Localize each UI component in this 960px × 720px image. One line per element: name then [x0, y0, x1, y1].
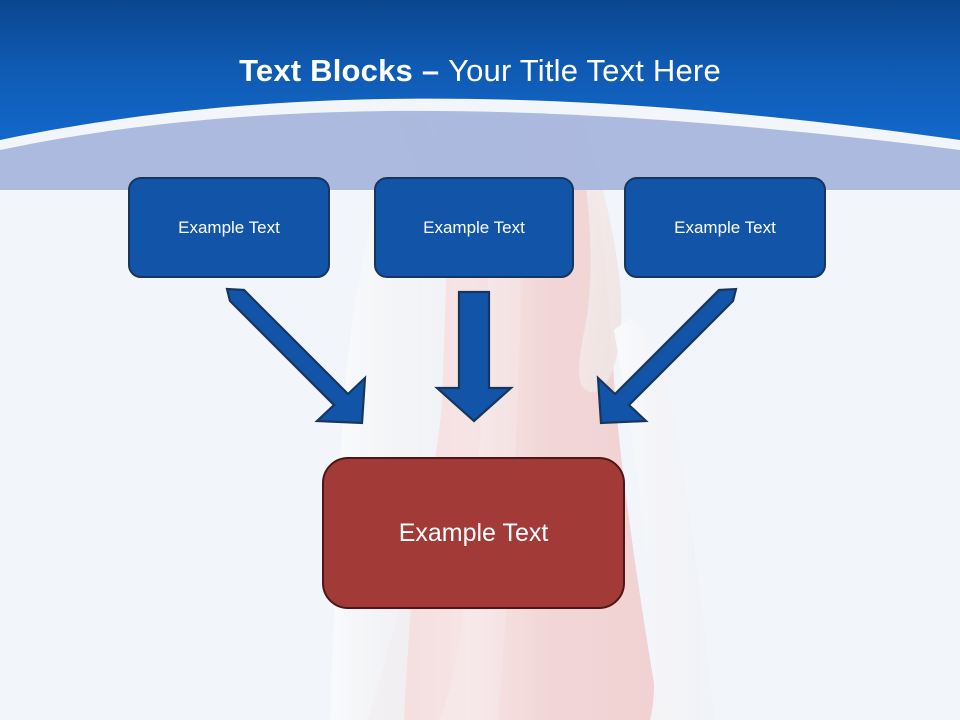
source-box-1[interactable]: Example Text — [128, 177, 330, 278]
source-box-3[interactable]: Example Text — [624, 177, 826, 278]
result-box[interactable]: Example Text — [322, 457, 625, 609]
source-box-3-label: Example Text — [674, 217, 776, 237]
arrow-diagonal-right — [596, 287, 738, 425]
page-title-regular: Your Title Text Here — [448, 53, 721, 88]
header-banner — [0, 0, 960, 190]
source-box-1-label: Example Text — [178, 217, 280, 237]
arrow-vertical-middle — [434, 290, 514, 423]
page-title-bold: Text Blocks — [239, 53, 422, 88]
source-box-2-label: Example Text — [423, 217, 525, 237]
arrow-diagonal-left — [225, 287, 367, 425]
result-box-label: Example Text — [398, 518, 549, 547]
page-title-separator: – — [421, 53, 449, 88]
source-box-2[interactable]: Example Text — [374, 177, 574, 278]
page-title: Text Blocks – Your Title Text Here — [0, 52, 960, 90]
